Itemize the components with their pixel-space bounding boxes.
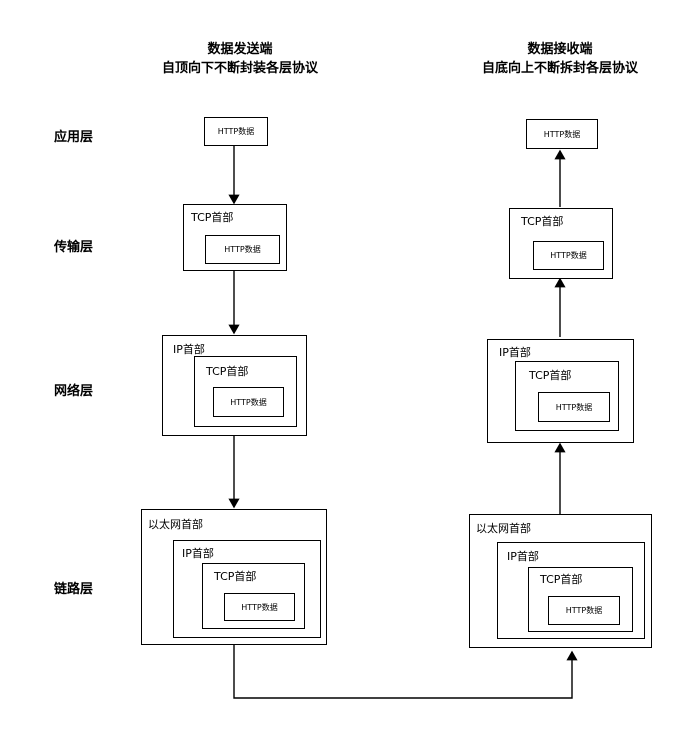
- layer-label-link: 链路层: [54, 582, 94, 597]
- receiver-network-tcp-header: TCP首部: [529, 369, 572, 382]
- receiver-link-tcp-header: TCP首部: [540, 573, 583, 586]
- sender-transport-http-box: HTTP数据: [205, 235, 280, 264]
- sender-app-http-label: HTTP数据: [217, 127, 255, 136]
- receiver-transport-tcp-header: TCP首部: [521, 215, 564, 228]
- receiver-app-http-label: HTTP数据: [543, 129, 581, 139]
- layer-label-transport: 传输层: [54, 240, 94, 255]
- receiver-network-http-box: HTTP数据: [538, 392, 610, 422]
- sender-transport-http-label: HTTP数据: [224, 245, 261, 254]
- sender-link-tcp-box: TCP首部 HTTP数据: [202, 563, 305, 629]
- receiver-network-ip-header: IP首部: [499, 346, 531, 359]
- receiver-network-ip-box: IP首部 TCP首部 HTTP数据: [487, 339, 634, 443]
- sender-link-ethernet-header: 以太网首部: [148, 518, 203, 531]
- layer-label-application: 应用层: [54, 130, 94, 145]
- sender-network-tcp-box: TCP首部 HTTP数据: [194, 356, 297, 427]
- sender-link-http-box: HTTP数据: [224, 593, 295, 621]
- sender-network-http-label: HTTP数据: [230, 397, 267, 407]
- receiver-title: 数据接收端 自底向上不断拆封各层协议: [470, 40, 650, 78]
- sender-title-line1: 数据发送端: [207, 42, 273, 57]
- sender-link-http-label: HTTP数据: [241, 602, 278, 612]
- receiver-transport-tcp-box: TCP首部 HTTP数据: [509, 208, 613, 279]
- sender-link-ip-box: IP首部 TCP首部 HTTP数据: [173, 540, 321, 638]
- sender-network-ip-header: IP首部: [173, 343, 205, 356]
- sender-link-ethernet-box: 以太网首部 IP首部 TCP首部 HTTP数据: [141, 509, 327, 645]
- sender-transport-tcp-header: TCP首部: [191, 211, 234, 224]
- sender-network-ip-box: IP首部 TCP首部 HTTP数据: [162, 335, 307, 436]
- receiver-network-tcp-box: TCP首部 HTTP数据: [515, 361, 619, 431]
- receiver-link-http-box: HTTP数据: [548, 596, 620, 625]
- receiver-title-line2: 自底向上不断拆封各层协议: [481, 61, 638, 76]
- receiver-link-ethernet-box: 以太网首部 IP首部 TCP首部 HTTP数据: [469, 514, 652, 648]
- receiver-link-http-label: HTTP数据: [565, 606, 603, 615]
- receiver-network-http-label: HTTP数据: [555, 402, 593, 412]
- sender-app-http-box: HTTP数据: [204, 117, 268, 146]
- sender-network-tcp-header: TCP首部: [206, 365, 249, 378]
- sender-link-ip-header: IP首部: [182, 547, 214, 560]
- receiver-link-ip-box: IP首部 TCP首部 HTTP数据: [497, 542, 645, 639]
- receiver-link-ethernet-header: 以太网首部: [476, 522, 531, 535]
- sender-title: 数据发送端 自顶向下不断封装各层协议: [150, 40, 330, 78]
- layer-label-network: 网络层: [54, 384, 94, 399]
- receiver-link-tcp-box: TCP首部 HTTP数据: [528, 567, 633, 632]
- receiver-transport-http-box: HTTP数据: [533, 241, 604, 270]
- sender-network-http-box: HTTP数据: [213, 387, 284, 417]
- receiver-app-http-box: HTTP数据: [526, 119, 598, 149]
- sender-link-tcp-header: TCP首部: [214, 570, 257, 583]
- sender-transport-tcp-box: TCP首部 HTTP数据: [183, 204, 287, 271]
- receiver-link-ip-header: IP首部: [507, 550, 539, 563]
- receiver-transport-http-label: HTTP数据: [550, 251, 587, 260]
- connector-sender-to-receiver: [233, 645, 578, 699]
- receiver-title-line1: 数据接收端: [527, 42, 593, 57]
- sender-title-line2: 自顶向下不断封装各层协议: [161, 61, 318, 76]
